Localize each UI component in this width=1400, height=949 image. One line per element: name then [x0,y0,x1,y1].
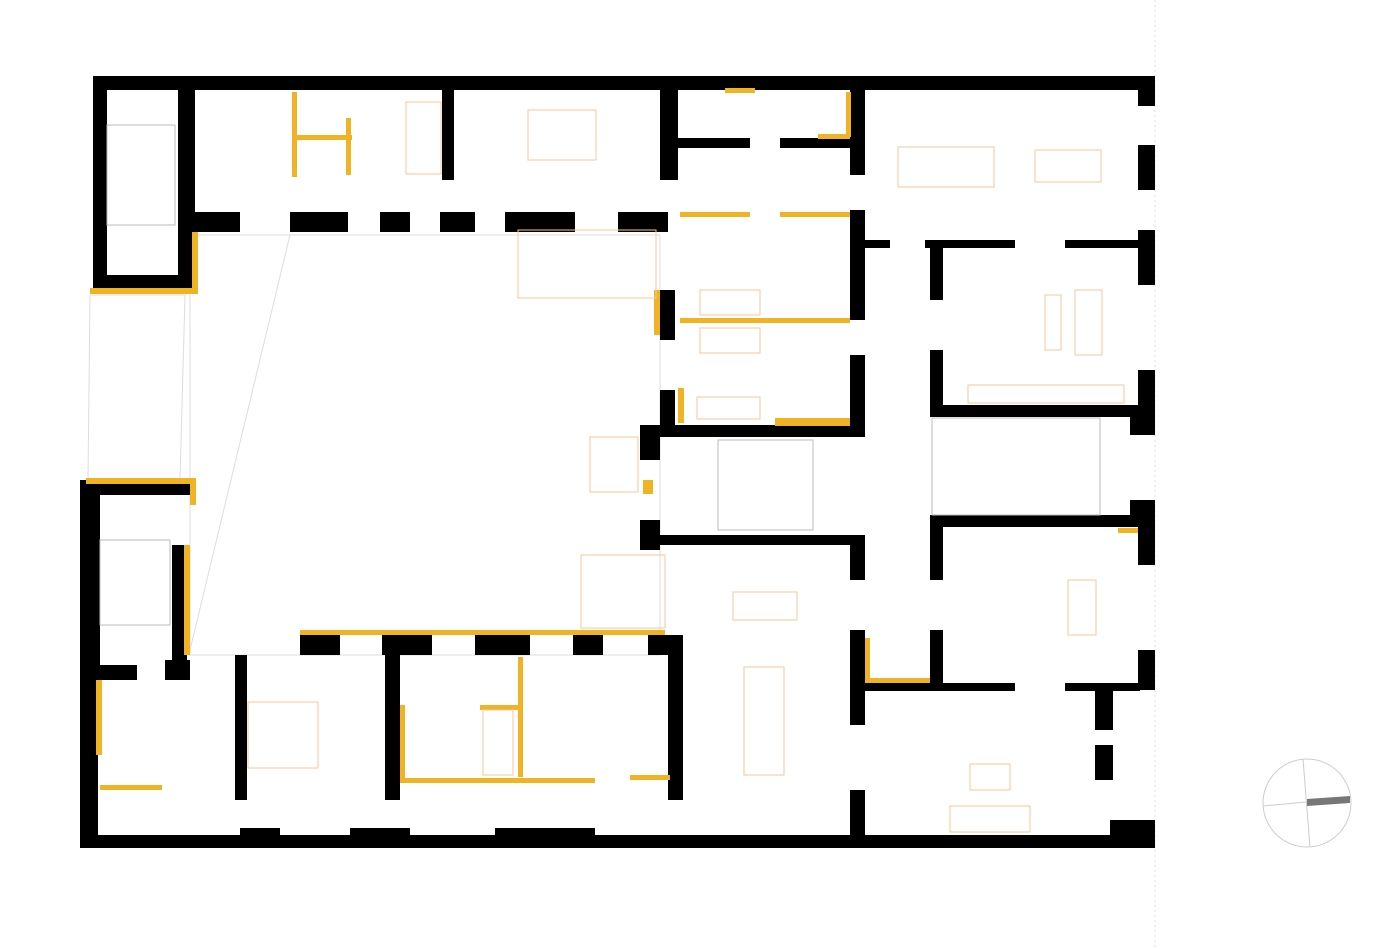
new-walls [86,88,1138,790]
furniture [247,101,1125,833]
thin-lines [87,0,1156,949]
north-arrow-compass-icon [1262,758,1352,848]
black-walls [80,76,1155,848]
stairs [99,124,1101,626]
